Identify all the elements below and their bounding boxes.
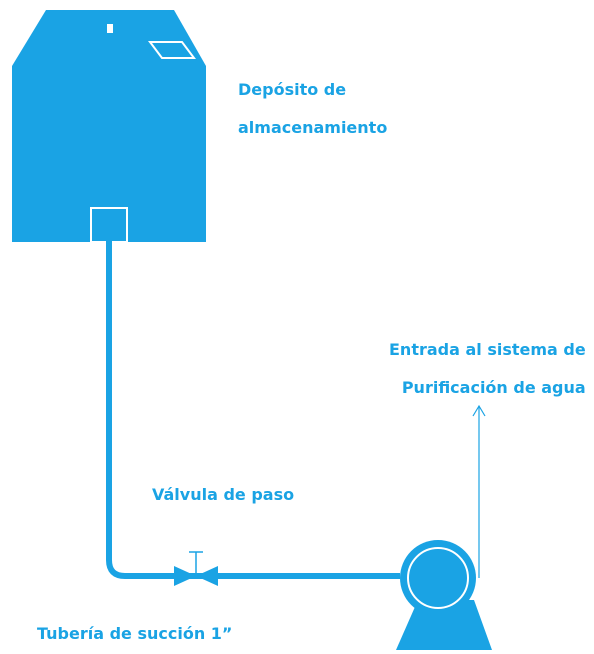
tank-label: Depósito de almacenamiento [238, 71, 387, 147]
pump-impeller [407, 547, 469, 609]
tank-body [12, 66, 206, 242]
gate-valve-icon [174, 551, 218, 586]
suction-pipe [106, 217, 400, 579]
centrifugal-pump-icon [396, 540, 492, 650]
pump-base [396, 600, 492, 650]
arrow-head [472, 404, 486, 417]
tank-vent [107, 24, 113, 33]
pump-housing [400, 540, 476, 616]
up-arrow-icon [472, 404, 486, 578]
tank-label-line-1: Depósito de [238, 80, 347, 99]
valve-label: Válvula de paso [152, 485, 295, 504]
tank-label-line-2: almacenamiento [238, 118, 388, 137]
suction-pipe-label: Tubería de succión 1” [37, 624, 233, 643]
valve-body [174, 566, 196, 586]
inlet-label-line-2: Purificación de agua [401, 378, 586, 397]
tank-hatch [148, 41, 196, 59]
inlet-label-line-1: Entrada al sistema de [389, 340, 586, 359]
purification-inlet-label: Entrada al sistema de Purificación de ag… [389, 331, 586, 407]
valve-body-right [196, 566, 218, 586]
storage-tank-icon [12, 10, 206, 243]
